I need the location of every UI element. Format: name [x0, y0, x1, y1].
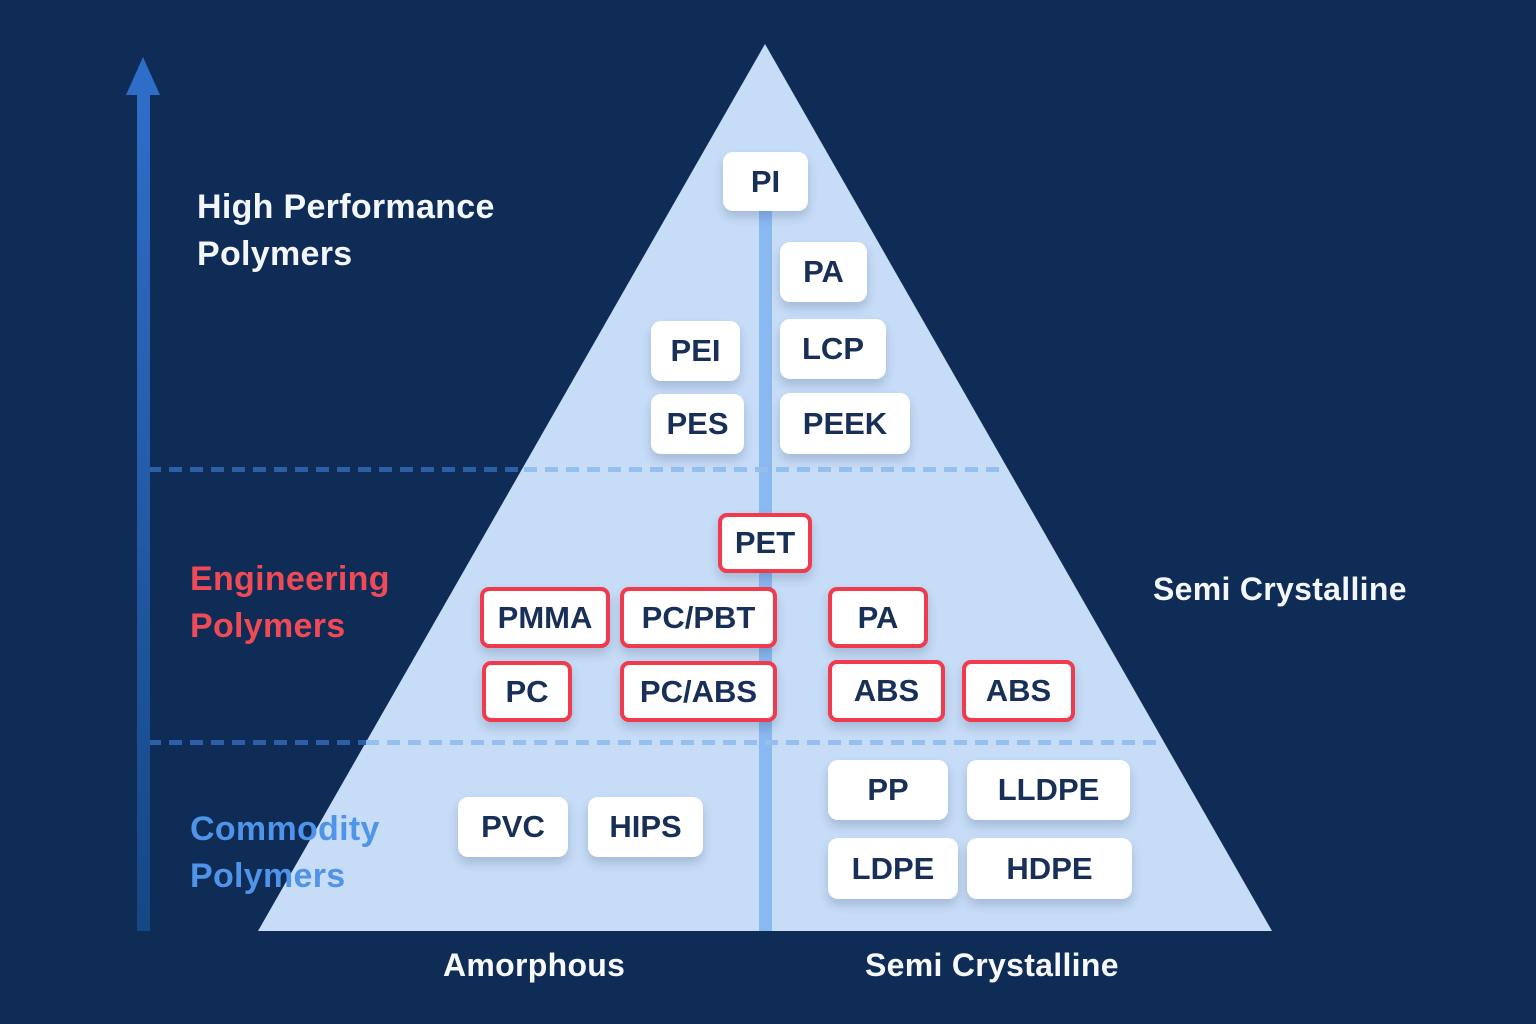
chip-lcp: LCP	[780, 319, 886, 379]
chip-pmma: PMMA	[480, 587, 610, 648]
chip-abs-2: ABS	[962, 660, 1075, 722]
label-line: Polymers	[197, 235, 353, 273]
chip-pc-pbt: PC/PBT	[620, 587, 777, 648]
label-high-performance-polymers: High Performance Polymers	[197, 184, 495, 278]
label-line: Engineering	[190, 560, 390, 598]
chip-hips: HIPS	[588, 797, 703, 857]
label-semi-crystalline-right: Semi Crystalline	[1153, 571, 1407, 607]
chip-pet: PET	[718, 513, 812, 573]
chip-lldpe: LLDPE	[967, 760, 1130, 820]
chip-pvc: PVC	[458, 797, 568, 857]
tier-divider-bottom-light	[366, 740, 1164, 745]
chip-pei: PEI	[651, 321, 740, 381]
chip-peek: PEEK	[780, 393, 910, 454]
chip-pa-high: PA	[780, 242, 867, 302]
label-line: Polymers	[190, 607, 346, 645]
tier-divider-top-dark	[148, 467, 524, 472]
label-engineering-polymers: Engineering Polymers	[190, 556, 390, 650]
label-amorphous-bottom: Amorphous	[443, 947, 626, 983]
tier-divider-top-light	[524, 467, 1007, 472]
label-semi-crystalline-bottom: Semi Crystalline	[865, 947, 1119, 983]
tier-divider-bottom-dark	[148, 740, 366, 745]
y-axis-arrow-icon	[126, 57, 160, 95]
chip-hdpe: HDPE	[967, 838, 1132, 899]
label-line: Commodity	[190, 810, 380, 848]
chip-pa-eng: PA	[828, 587, 928, 648]
chip-pes: PES	[651, 394, 744, 454]
label-line: Polymers	[190, 857, 346, 895]
chip-pc-abs: PC/ABS	[620, 661, 777, 722]
label-commodity-polymers: Commodity Polymers	[190, 806, 380, 900]
y-axis-line	[137, 90, 150, 931]
label-line: High Performance	[197, 188, 495, 226]
chip-ldpe: LDPE	[828, 838, 958, 899]
chip-abs-1: ABS	[828, 660, 945, 722]
chip-pc: PC	[482, 661, 572, 722]
chip-pp: PP	[828, 760, 948, 820]
chip-pi: PI	[723, 152, 808, 211]
